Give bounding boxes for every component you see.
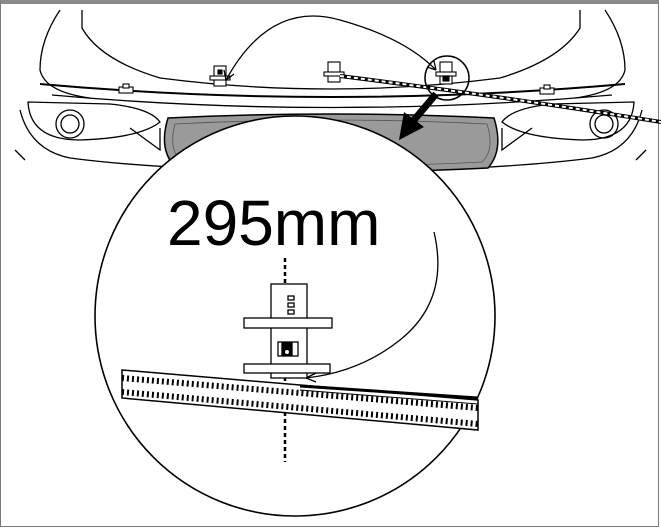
curved-arrow-icon xyxy=(223,15,437,81)
detail-highlight-circle xyxy=(424,55,470,101)
left-fog-lamp xyxy=(55,109,85,139)
magnified-bracket xyxy=(243,283,333,379)
bracket-left-outer xyxy=(118,83,134,94)
right-headlight xyxy=(501,101,635,141)
tape-measure-car xyxy=(339,74,661,124)
left-headlight xyxy=(27,101,161,141)
bonnet-brackets xyxy=(118,61,555,95)
bracket-right-inner xyxy=(435,61,457,85)
pointer-arrow-icon xyxy=(399,91,439,140)
right-fog-lamp xyxy=(589,109,619,139)
bracket-right-outer xyxy=(539,84,555,95)
hood-outline xyxy=(81,10,581,90)
magnified-tape-measure xyxy=(121,369,479,431)
measurement-label: 295mm xyxy=(167,187,380,259)
bracket-left-inner xyxy=(209,65,231,87)
label-curved-arrow-icon xyxy=(305,231,439,383)
bracket-center xyxy=(323,61,345,83)
